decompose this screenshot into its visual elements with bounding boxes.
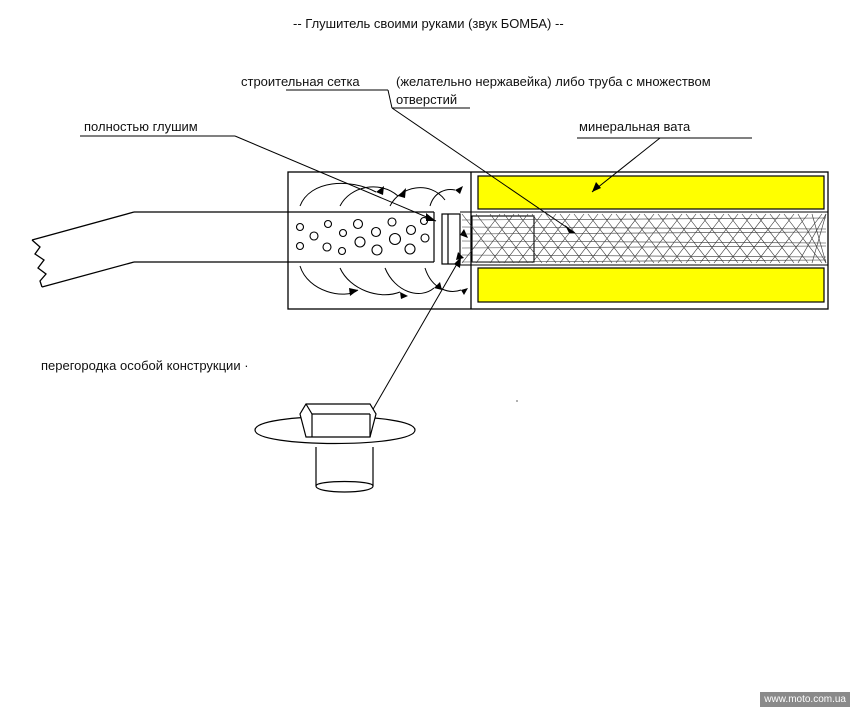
mesh-line xyxy=(811,213,827,264)
mesh-line xyxy=(615,213,655,264)
mesh-line xyxy=(503,213,543,264)
mesh-line xyxy=(545,213,585,264)
mesh-line xyxy=(671,213,711,264)
mesh-line xyxy=(657,213,697,264)
mesh-line xyxy=(643,213,683,264)
mesh-line xyxy=(461,259,827,263)
mesh-line xyxy=(461,254,827,258)
inlet-pipe xyxy=(31,211,288,288)
label-construction-mesh: строительная сетка xyxy=(241,74,360,89)
mesh-line xyxy=(601,213,641,264)
mesh-line xyxy=(713,213,753,264)
mesh-line xyxy=(489,213,529,264)
diagram-title: -- Глушитель своими руками (звук БОМБА) … xyxy=(293,16,564,31)
mesh-line xyxy=(531,213,571,264)
muffler-body xyxy=(287,171,829,310)
label-baffle: перегородка особой конструкции · xyxy=(41,358,249,373)
leader-lines xyxy=(80,89,752,419)
mesh-line xyxy=(741,213,781,264)
mesh-line xyxy=(461,231,827,235)
mesh-line xyxy=(769,213,809,264)
baffle-partition xyxy=(441,213,461,265)
baffle-detail xyxy=(254,403,416,493)
mesh-line xyxy=(629,213,669,264)
pipe-holes xyxy=(295,216,430,256)
mineral-wool-top xyxy=(477,175,825,210)
mesh-line xyxy=(727,213,767,264)
flow-arrowheads xyxy=(349,186,468,299)
mesh-line xyxy=(517,213,557,264)
mesh-line xyxy=(699,213,739,264)
mesh-line xyxy=(685,213,725,264)
mesh-hatching xyxy=(461,213,827,264)
mesh-line xyxy=(461,217,827,221)
leader-arrowheads xyxy=(426,182,601,268)
label-mesh-holes: отверстий xyxy=(396,92,458,107)
mesh-line xyxy=(461,240,827,244)
mesh-line xyxy=(461,226,827,230)
mesh-line xyxy=(573,213,613,264)
label-fully-muffle: полностью глушим xyxy=(84,119,198,134)
mesh-line xyxy=(797,213,827,264)
mineral-wool-bottom xyxy=(477,267,825,303)
mesh-line xyxy=(461,245,827,249)
gas-flow-swirls xyxy=(299,182,462,296)
mineral-wool xyxy=(477,175,825,303)
label-mesh-note: (желательно нержавейка) либо труба с мно… xyxy=(396,74,711,89)
mesh-line xyxy=(559,213,599,264)
mesh-line xyxy=(755,213,795,264)
site-watermark: www.moto.com.ua xyxy=(760,692,850,707)
stray-dot xyxy=(516,400,518,402)
label-mineral-wool: минеральная вата xyxy=(579,119,691,134)
mesh-line xyxy=(587,213,627,264)
mesh-line xyxy=(783,213,823,264)
